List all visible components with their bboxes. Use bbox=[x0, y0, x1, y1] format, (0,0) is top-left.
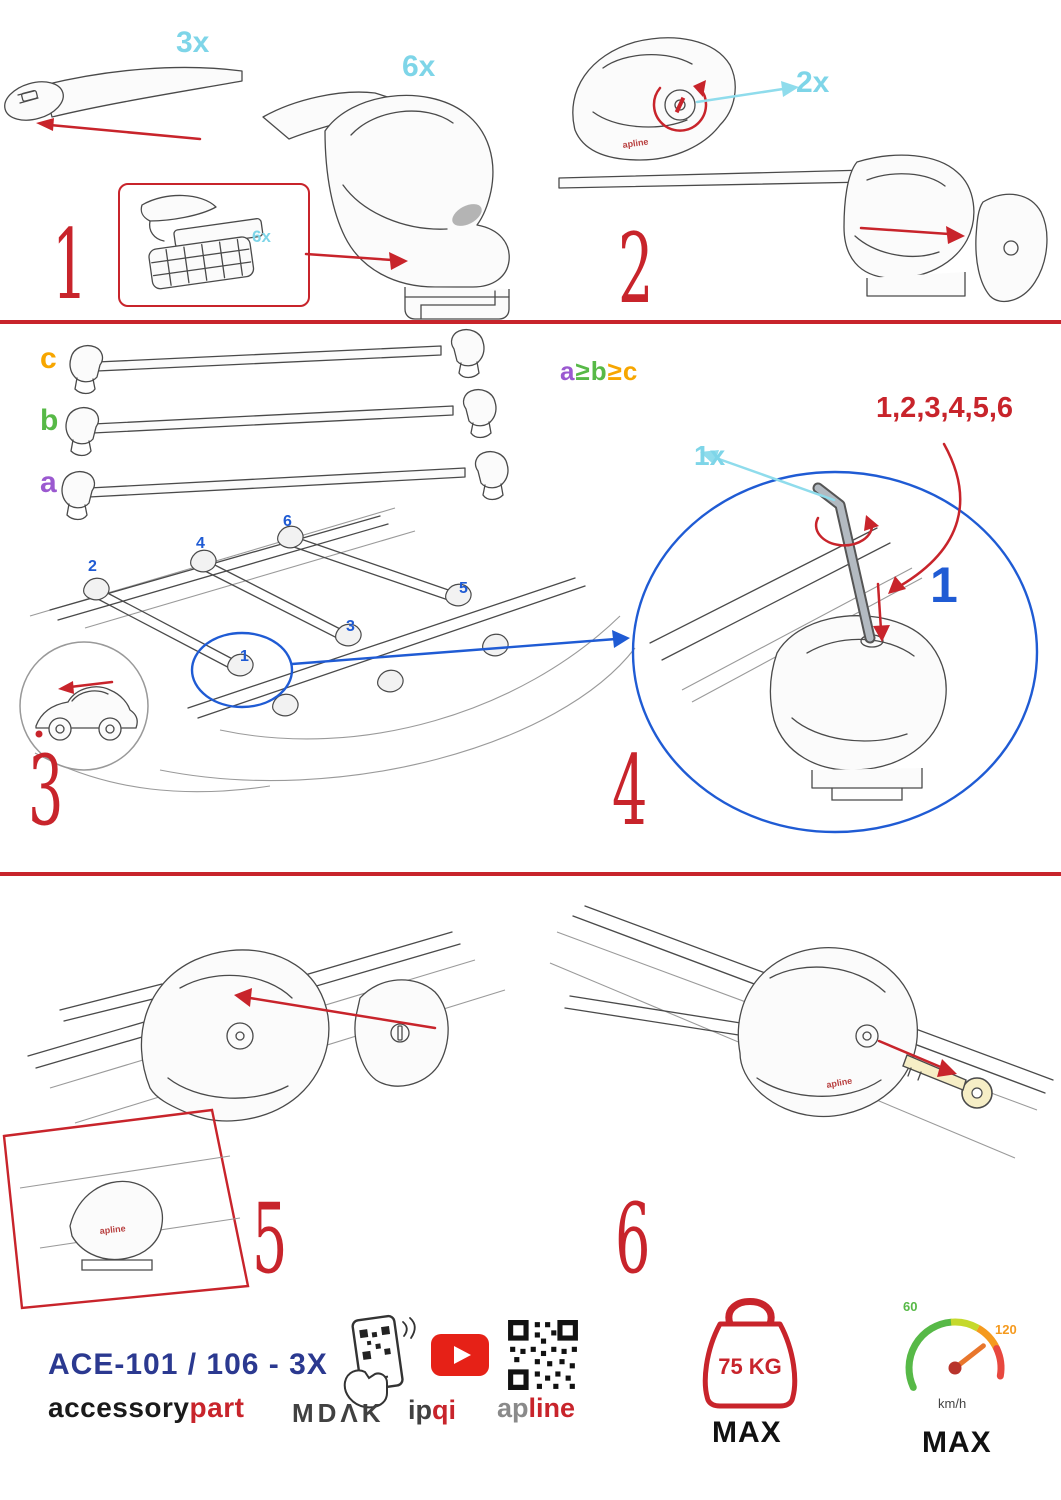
lock-and-endcap-illustration: apline bbox=[558, 37, 1048, 303]
brand-accessorypart: accessorypart bbox=[48, 1392, 244, 1424]
phone-qr-scan-icon bbox=[343, 1314, 416, 1409]
svg-text:apline: apline bbox=[826, 1076, 853, 1090]
speed-unit-label: km/h bbox=[938, 1396, 967, 1411]
locking-key-illustration: apline bbox=[549, 905, 1054, 1159]
bar-quantity-label: 3x bbox=[176, 26, 210, 59]
crossbar-sizes-illustration bbox=[61, 328, 509, 521]
clamp-detail-inset: 6x bbox=[118, 183, 310, 307]
step-4-number: 4 bbox=[612, 735, 648, 847]
rule-gte-2: ≥ bbox=[607, 356, 623, 386]
first-position-callout: 1 bbox=[930, 557, 958, 613]
weight-max-label: MAX bbox=[712, 1416, 782, 1449]
speed-high-label: 120 bbox=[995, 1322, 1017, 1337]
rule-gte-1: ≥ bbox=[575, 356, 591, 386]
rule-b: b bbox=[590, 356, 608, 386]
brand-qi-text: qi bbox=[432, 1395, 456, 1425]
tightening-sequence-label: 1,2,3,4,5,6 bbox=[876, 392, 1014, 424]
bar-b-label: b bbox=[40, 404, 59, 437]
max-weight-icon: 75 KG bbox=[702, 1298, 798, 1409]
insert-arrow bbox=[304, 252, 408, 270]
position-3-label: 3 bbox=[346, 618, 355, 635]
svg-text:apline: apline bbox=[622, 136, 649, 150]
position-4-label: 4 bbox=[196, 535, 205, 552]
brand-line-text: line bbox=[528, 1393, 576, 1423]
clamp-tower-illustration bbox=[262, 91, 510, 320]
roof-mounting-illustration bbox=[29, 507, 636, 793]
step-5-number: 5 bbox=[252, 1183, 288, 1295]
brand-ap-text: ap bbox=[497, 1393, 529, 1423]
brand-apline: apline bbox=[497, 1393, 575, 1424]
brand-accessory-text: accessory bbox=[48, 1392, 190, 1423]
svg-text:apline: apline bbox=[99, 1223, 126, 1236]
model-number: ACE-101 / 106 - 3X bbox=[48, 1348, 328, 1381]
brand-ip-text: ip bbox=[408, 1395, 432, 1425]
tightening-zoom-illustration bbox=[631, 442, 1039, 834]
brand-mdak: MDΛK bbox=[292, 1398, 385, 1428]
position-5-label: 5 bbox=[459, 580, 468, 597]
lock-quantity-label: 2x bbox=[796, 66, 830, 99]
brand-ipqi: ipqi bbox=[408, 1395, 456, 1426]
clamp-quantity-label: 6x bbox=[402, 50, 436, 83]
qr-code-icon bbox=[508, 1320, 578, 1390]
bar-a-label: a bbox=[40, 466, 57, 499]
inset-quantity-label: 6x bbox=[252, 227, 271, 246]
speed-low-label: 60 bbox=[903, 1299, 918, 1314]
car-direction-inset bbox=[19, 641, 149, 771]
section-divider-1 bbox=[0, 320, 1061, 324]
bar-c-label: c bbox=[40, 342, 57, 375]
tool-quantity-label: 1x bbox=[694, 440, 726, 471]
rule-c: c bbox=[622, 356, 639, 386]
max-weight-value: 75 KG bbox=[718, 1354, 782, 1379]
position-1-label: 1 bbox=[240, 648, 249, 665]
position-2-label: 2 bbox=[88, 558, 97, 575]
max-speed-gauge-icon bbox=[905, 1318, 1005, 1391]
cover-mounting-illustration: apline bbox=[2, 931, 506, 1310]
rule-a: a bbox=[560, 356, 576, 386]
crossbar-illustration bbox=[4, 66, 243, 141]
step-3-number: 3 bbox=[28, 735, 64, 847]
size-order-rule: a≥b≥c bbox=[560, 356, 638, 387]
clamp-pad-illustration bbox=[140, 194, 264, 290]
speed-max-label: MAX bbox=[922, 1426, 992, 1459]
step-6-number: 6 bbox=[615, 1183, 651, 1295]
position-6-label: 6 bbox=[283, 513, 292, 530]
youtube-icon bbox=[431, 1334, 489, 1376]
brand-part-text: part bbox=[189, 1392, 245, 1423]
section-divider-2 bbox=[0, 872, 1061, 876]
step-1-number: 1 bbox=[52, 209, 88, 321]
step-2-number: 2 bbox=[618, 213, 654, 325]
